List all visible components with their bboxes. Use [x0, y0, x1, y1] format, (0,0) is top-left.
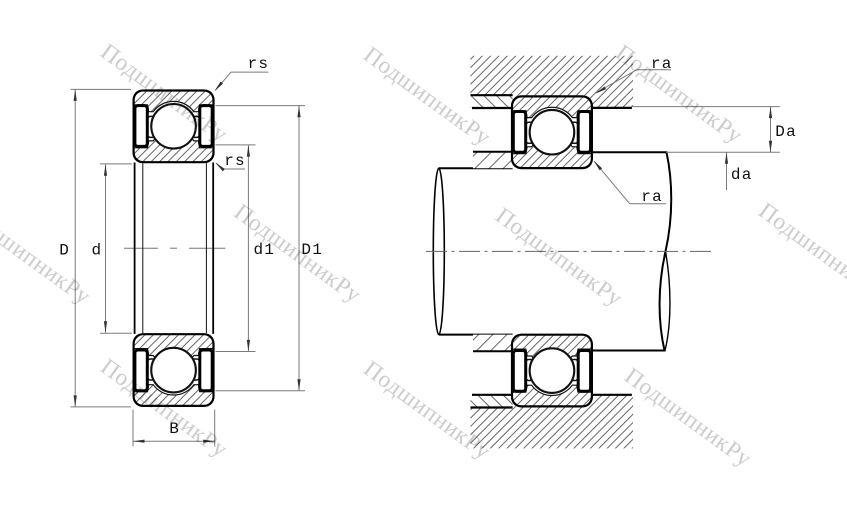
svg-text:rs: rs — [224, 152, 246, 170]
svg-text:d: d — [92, 241, 103, 259]
svg-text:ra: ra — [651, 55, 673, 73]
svg-text:D: D — [59, 241, 70, 259]
svg-text:D1: D1 — [301, 241, 323, 259]
svg-text:da: da — [731, 166, 753, 184]
svg-text:ra: ra — [641, 188, 663, 206]
svg-text:Da: Da — [775, 123, 797, 141]
svg-text:d1: d1 — [254, 241, 276, 259]
svg-text:rs: rs — [248, 55, 270, 73]
svg-text:B: B — [169, 420, 180, 438]
